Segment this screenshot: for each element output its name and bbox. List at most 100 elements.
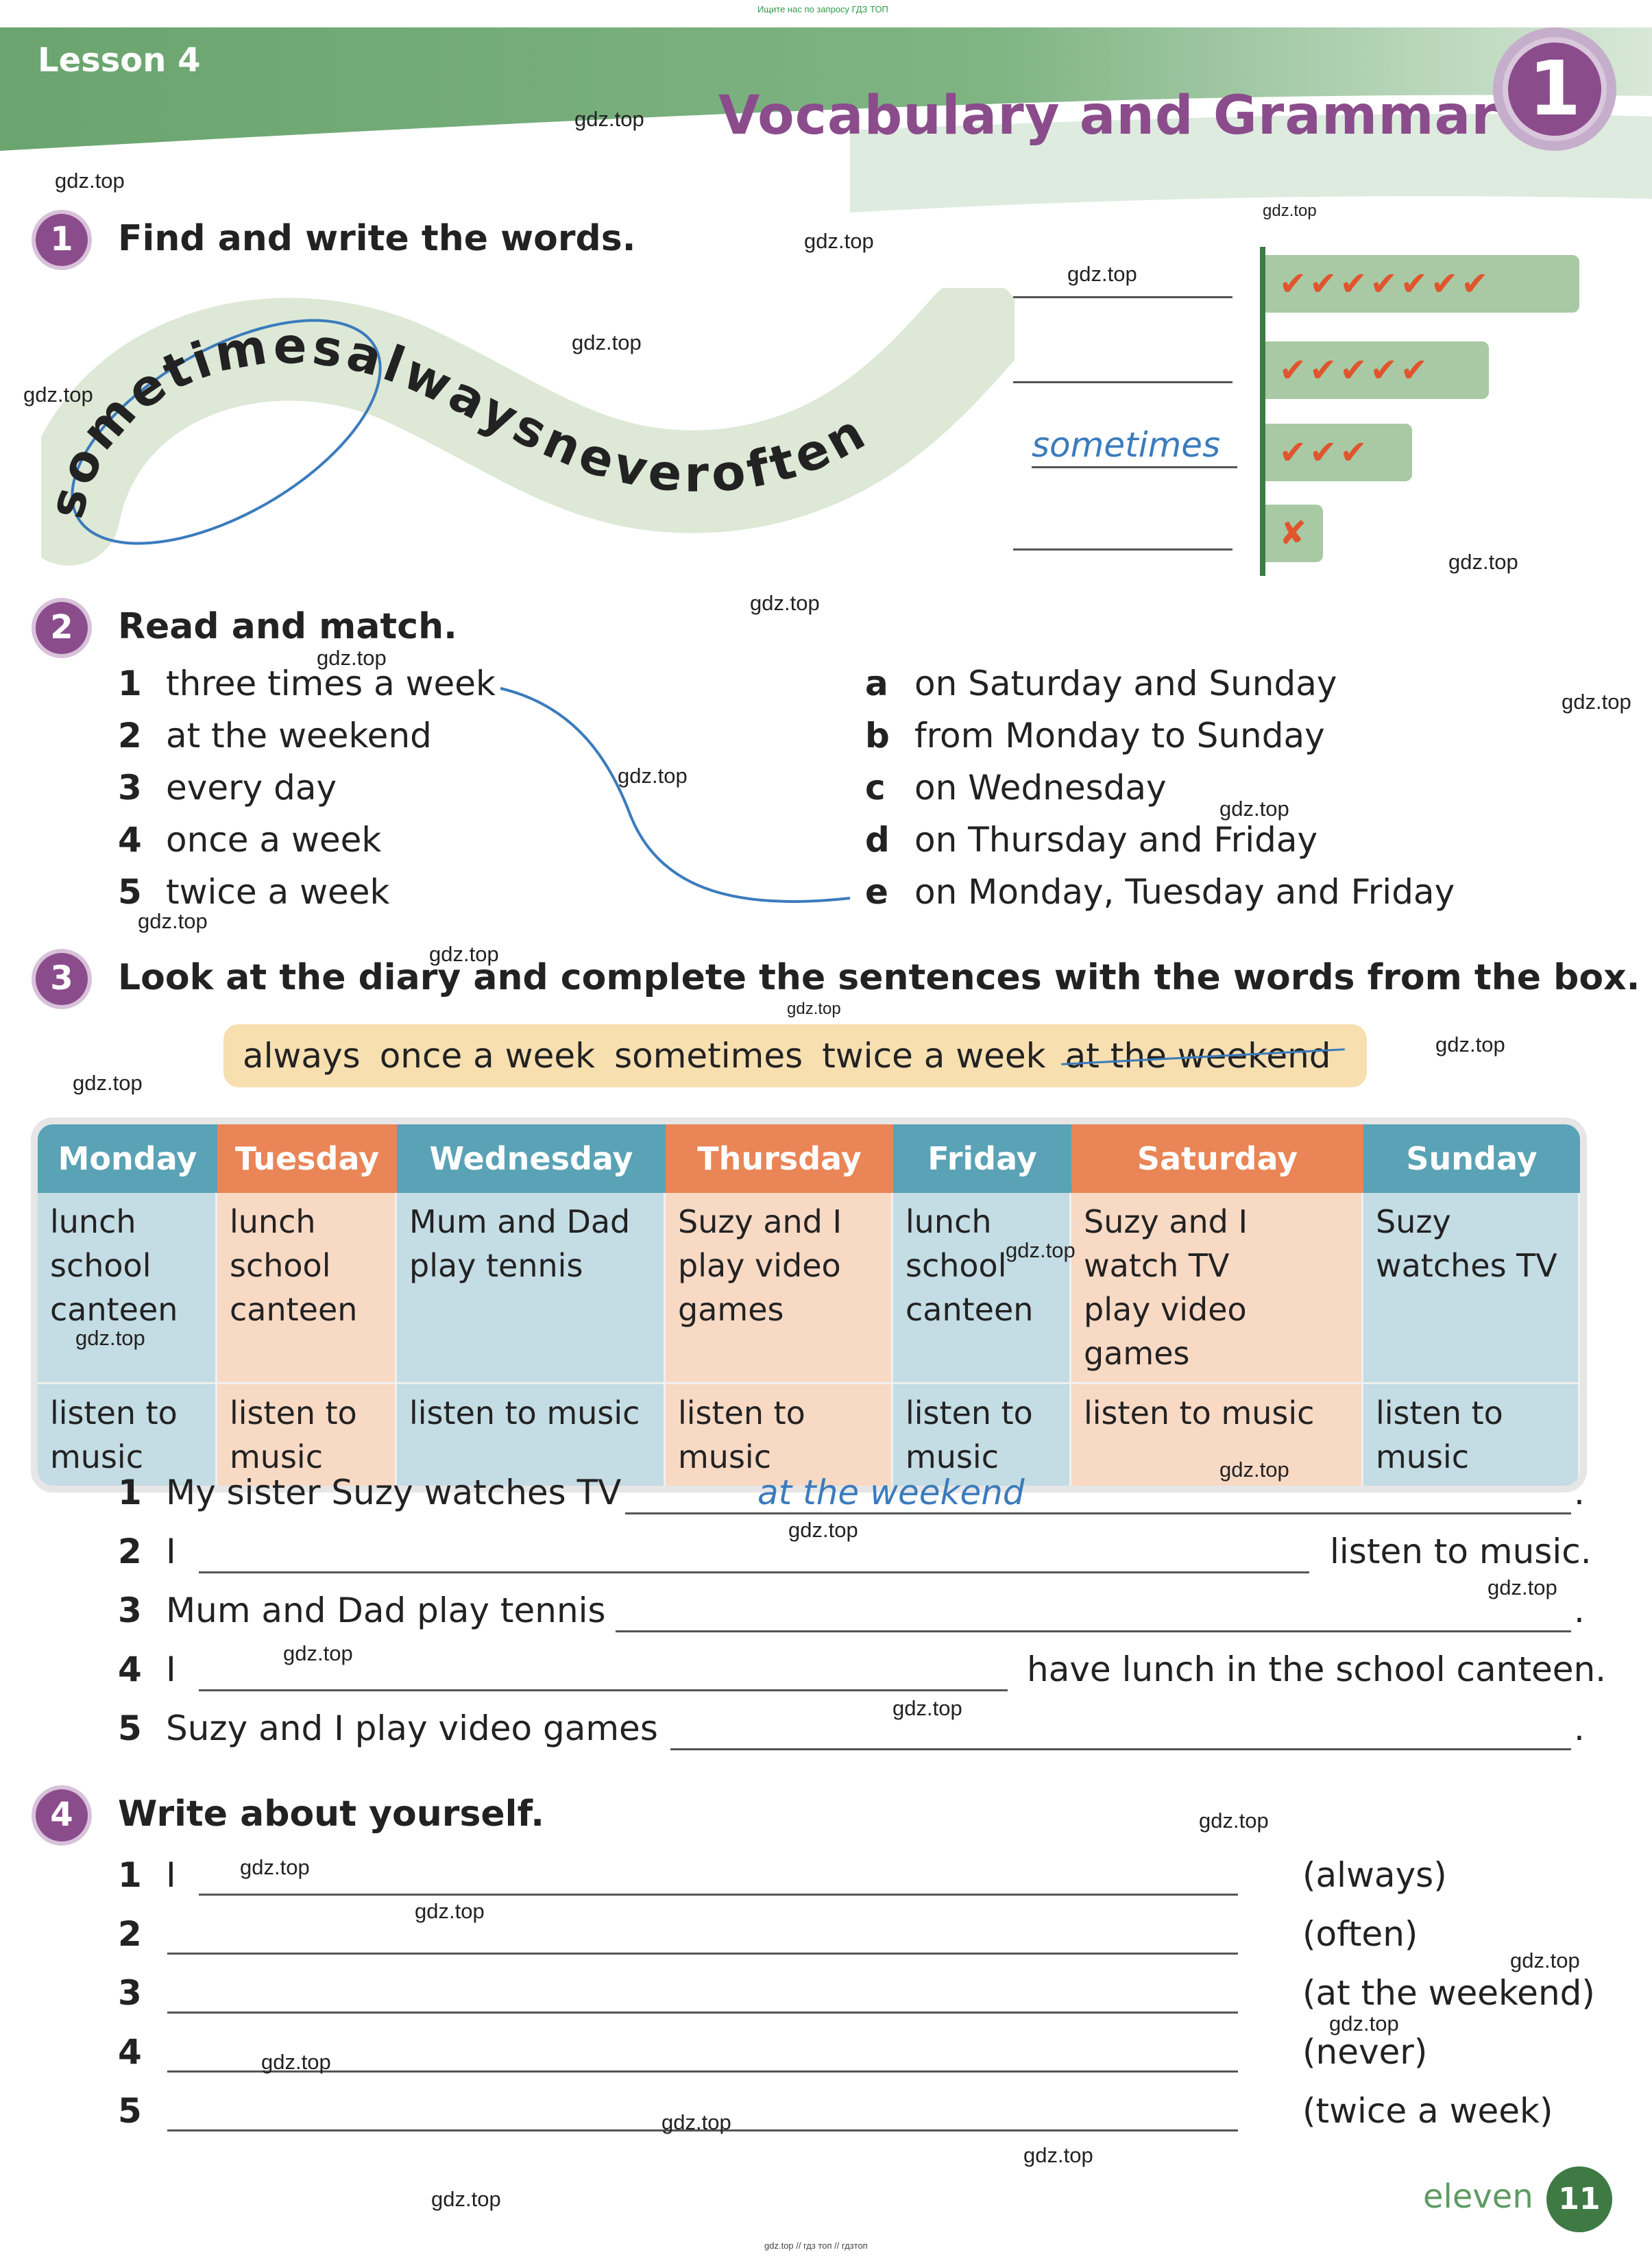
ex3-line-4[interactable]: [199, 1689, 1008, 1691]
tick-bar-2: ✔✔✔✔✔: [1265, 341, 1489, 399]
ex4-hint-3: (at the weekend): [1302, 1973, 1595, 2013]
ex4-line-4[interactable]: [167, 2070, 1238, 2073]
box-word-4: twice a week: [822, 1036, 1046, 1076]
diary-table: Monday Tuesday Wednesday Thursday Friday…: [38, 1124, 1580, 1486]
ex3-sentence-2-end: listen to music.: [1330, 1532, 1592, 1571]
ex1-line-4[interactable]: [1013, 548, 1232, 551]
ex4-item-3: 3: [118, 1973, 142, 2013]
diary-cell: listen to music: [397, 1384, 666, 1486]
watermark: gdz.top: [1448, 550, 1518, 574]
match-connector-line: [500, 687, 851, 903]
watermark: gdz.top: [431, 2187, 501, 2211]
ex4-line-5[interactable]: [167, 2129, 1238, 2131]
bottom-note: gdz.top // гдз топ // гдзтоп: [764, 2240, 868, 2251]
ex4-line-2[interactable]: [167, 1953, 1238, 1955]
ex3-sentence-1-end: .: [1574, 1473, 1585, 1512]
ex3-line-3[interactable]: [616, 1630, 1571, 1632]
diary-cell: listen to music: [1071, 1384, 1363, 1486]
watermark: gdz.top: [1219, 797, 1289, 821]
ex1-line-2[interactable]: [1013, 381, 1232, 383]
ex1-line-3[interactable]: [1032, 466, 1237, 468]
exercise-1-title: Find and write the words.: [118, 218, 636, 259]
ex3-line-1[interactable]: [625, 1512, 1571, 1514]
watermark: gdz.top: [1487, 1575, 1557, 1599]
watermark: gdz.top: [892, 1696, 962, 1720]
ex4-line-1[interactable]: [199, 1894, 1238, 1896]
watermark: gdz.top: [574, 107, 644, 131]
ex4-item-4: 4: [118, 2032, 142, 2072]
page-number: 11: [1546, 2166, 1612, 2232]
watermark: gdz.top: [1219, 1458, 1289, 1482]
watermark: gdz.top: [75, 1326, 145, 1350]
watermark: gdz.top: [750, 591, 820, 615]
watermark: gdz.top: [618, 764, 688, 788]
ex3-sentence-4-end: have lunch in the school canteen.: [1027, 1650, 1607, 1689]
watermark: gdz.top: [429, 942, 499, 966]
ex3-line-5[interactable]: [670, 1748, 1571, 1750]
ex4-hint-2: (often): [1302, 1914, 1418, 1954]
watermark: gdz.top: [317, 646, 387, 670]
header-banner: [0, 27, 1652, 213]
ex1-line-1[interactable]: [1013, 296, 1232, 298]
day-sunday: Sunday: [1363, 1124, 1580, 1193]
frequency-axis: [1260, 247, 1265, 576]
watermark: gdz.top: [1199, 1809, 1269, 1833]
exercise-1-number: 1: [36, 214, 88, 266]
watermark: gdz.top: [1435, 1032, 1505, 1056]
ex3-line-2[interactable]: [199, 1571, 1309, 1573]
ex4-item-2: 2: [118, 1914, 142, 1954]
unit-number: 1: [1508, 43, 1601, 136]
day-thursday: Thursday: [666, 1124, 893, 1193]
box-word-2: once a week: [379, 1036, 596, 1076]
ex4-line-3[interactable]: [167, 2012, 1238, 2014]
ex3-sentence-3-end: .: [1574, 1591, 1585, 1630]
watermark: gdz.top: [1510, 1948, 1580, 1972]
ex3-answer-1: at the weekend: [757, 1473, 1025, 1512]
box-word-3: sometimes: [614, 1036, 803, 1076]
tick-bar-4: ✘: [1265, 505, 1323, 562]
exercise-3-number: 3: [36, 953, 88, 1005]
watermark: gdz.top: [788, 1518, 858, 1542]
watermark: gdz.top: [661, 2110, 731, 2134]
watermark: gdz.top: [261, 2050, 331, 2074]
box-word-5: at the weekend: [1060, 1024, 1345, 1087]
watermark: gdz.top: [1006, 1238, 1076, 1262]
watermark: gdz.top: [1023, 2143, 1093, 2167]
day-tuesday: Tuesday: [217, 1124, 397, 1193]
ex1-answer-3: sometimes: [1032, 425, 1221, 465]
exercise-4-title: Write about yourself.: [118, 1793, 545, 1835]
ex4-hint-4: (never): [1302, 2032, 1428, 2072]
exercise-2-number: 2: [36, 602, 88, 654]
watermark: gdz.top: [1329, 2012, 1399, 2035]
tick-bar-3: ✔✔✔: [1265, 424, 1412, 481]
ex4-hint-1: (always): [1302, 1855, 1447, 1895]
watermark: gdz.top: [240, 1855, 310, 1879]
page-title: Vocabulary and Grammar: [718, 85, 1498, 147]
word-snake: sometimesalwaysneveroften: [41, 288, 1015, 566]
ex4-item-5: 5: [118, 2091, 142, 2131]
watermark: gdz.top: [787, 1000, 841, 1018]
watermark: gdz.top: [415, 1899, 485, 1923]
watermark: gdz.top: [283, 1641, 353, 1665]
watermark: gdz.top: [1263, 202, 1317, 220]
